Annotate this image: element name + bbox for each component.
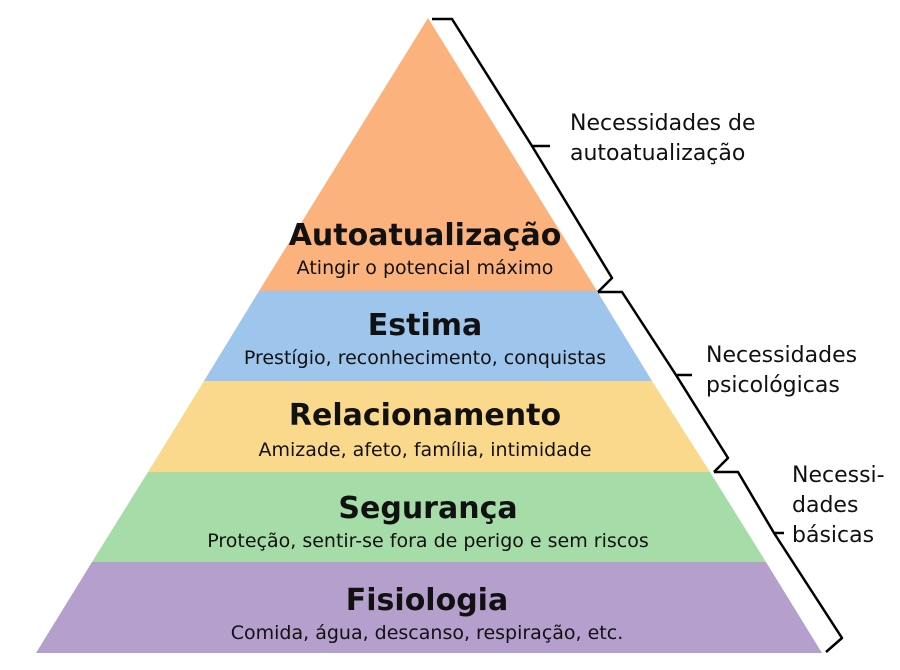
- level-description-love-belonging: Amizade, afeto, família, intimidade: [258, 439, 591, 461]
- level-description-esteem: Prestígio, reconhecimento, conquistas: [244, 347, 606, 369]
- level-title-esteem: Estima: [368, 308, 482, 343]
- level-title-love-belonging: Relacionamento: [289, 398, 561, 433]
- level-description-self-actualization: Atingir o potencial máximo: [297, 257, 554, 279]
- brace-self-actualization: [432, 17, 614, 293]
- pyramid-level-physiological: [36, 562, 822, 653]
- level-description-safety: Proteção, sentir-se fora de perigo e sem…: [207, 530, 649, 552]
- group-label-basic: Necessi- dades básicas: [792, 463, 892, 548]
- brace-psychological: [598, 290, 730, 473]
- level-description-physiological: Comida, água, descanso, respiração, etc.: [231, 622, 624, 644]
- pyramid-level-safety: [92, 472, 766, 562]
- level-title-physiological: Fisiologia: [346, 583, 508, 618]
- level-title-safety: Segurança: [338, 491, 517, 526]
- group-label-self-actualization: Necessidades de autoatualização: [570, 111, 763, 166]
- brace-basic: [714, 470, 844, 653]
- pyramid-level-love-belonging: [148, 381, 710, 472]
- group-label-psychological: Necessidades psicológicas: [706, 343, 864, 398]
- level-title-self-actualization: Autoatualização: [289, 218, 562, 253]
- pyramid-level-esteem: [204, 291, 652, 381]
- pyramid-level-self-actualization: [259, 18, 597, 291]
